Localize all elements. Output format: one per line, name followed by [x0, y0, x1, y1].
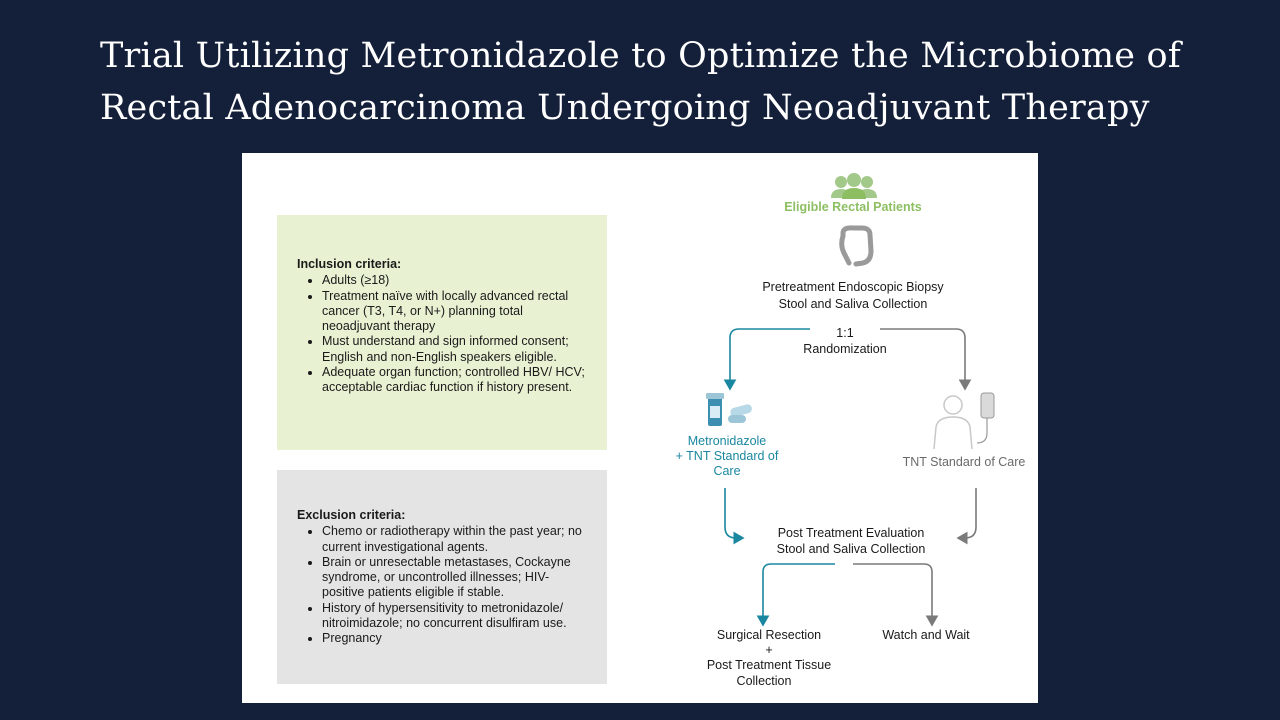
arm-b-label: TNT Standard of Care: [903, 455, 1026, 469]
eligible-label: Eligible Rectal Patients: [784, 200, 922, 214]
exclusion-item: Pregnancy: [322, 631, 587, 646]
inclusion-criteria-box: Inclusion criteria: Adults (≥18) Treatme…: [277, 215, 607, 450]
inclusion-item: Adequate organ function; controlled HBV/…: [322, 365, 587, 396]
exclusion-item: Chemo or radiotherapy within the past ye…: [322, 524, 587, 555]
flowchart: Eligible Rectal Patients Pretreatment En…: [676, 173, 1026, 688]
trial-diagram: Inclusion criteria: Adults (≥18) Treatme…: [242, 153, 1038, 703]
surgical-plus: +: [765, 643, 772, 657]
surgical-line-1: Surgical Resection: [717, 628, 821, 642]
post-eval-line-1: Post Treatment Evaluation: [778, 526, 925, 540]
surgical-line-3: Collection: [737, 674, 792, 688]
exclusion-item: Brain or unresectable metastases, Cockay…: [322, 555, 587, 601]
inclusion-item: Treatment naïve with locally advanced re…: [322, 289, 587, 335]
title-line-2: Rectal Adenocarcinoma Undergoing Neoadju…: [100, 88, 1150, 128]
arm-a-line-2: + TNT Standard of: [676, 449, 779, 463]
randomization-label: Randomization: [803, 342, 886, 356]
arm-a-line-1: Metronidazole: [688, 434, 767, 448]
arrow-to-metronidazole: [723, 328, 810, 391]
exclusion-list: Chemo or radiotherapy within the past ye…: [297, 524, 587, 646]
ratio-label: 1:1: [836, 326, 853, 340]
title-line-1: Trial Utilizing Metronidazole to Optimiz…: [100, 36, 1181, 76]
watch-wait-label: Watch and Wait: [882, 628, 970, 642]
people-group-icon: [831, 173, 877, 199]
arrow-to-standard-care: [880, 328, 972, 391]
pill-bottle-icon: [706, 393, 752, 426]
surgical-line-2: Post Treatment Tissue: [707, 658, 831, 672]
exclusion-heading: Exclusion criteria:: [297, 508, 406, 522]
pretreatment-line-2: Stool and Saliva Collection: [779, 297, 928, 311]
inclusion-list: Adults (≥18) Treatment naïve with locall…: [297, 273, 587, 395]
arrow-arm-a-to-post: [724, 488, 745, 545]
slide-title: Trial Utilizing Metronidazole to Optimiz…: [100, 30, 1200, 134]
arrow-to-surgical: [756, 563, 835, 627]
inclusion-item: Must understand and sign informed consen…: [322, 334, 587, 365]
arrow-arm-b-to-post: [956, 488, 977, 545]
arrow-to-watch-wait: [853, 563, 939, 627]
arm-a-line-3: Care: [713, 464, 740, 478]
exclusion-criteria-box: Exclusion criteria: Chemo or radiotherap…: [277, 470, 607, 684]
pretreatment-line-1: Pretreatment Endoscopic Biopsy: [762, 280, 944, 294]
patient-iv-icon: [933, 392, 995, 450]
inclusion-item: Adults (≥18): [322, 273, 587, 288]
post-eval-line-2: Stool and Saliva Collection: [777, 542, 926, 556]
colon-icon: [839, 225, 874, 267]
inclusion-heading: Inclusion criteria:: [297, 257, 402, 271]
exclusion-item: History of hypersensitivity to metronida…: [322, 601, 587, 632]
